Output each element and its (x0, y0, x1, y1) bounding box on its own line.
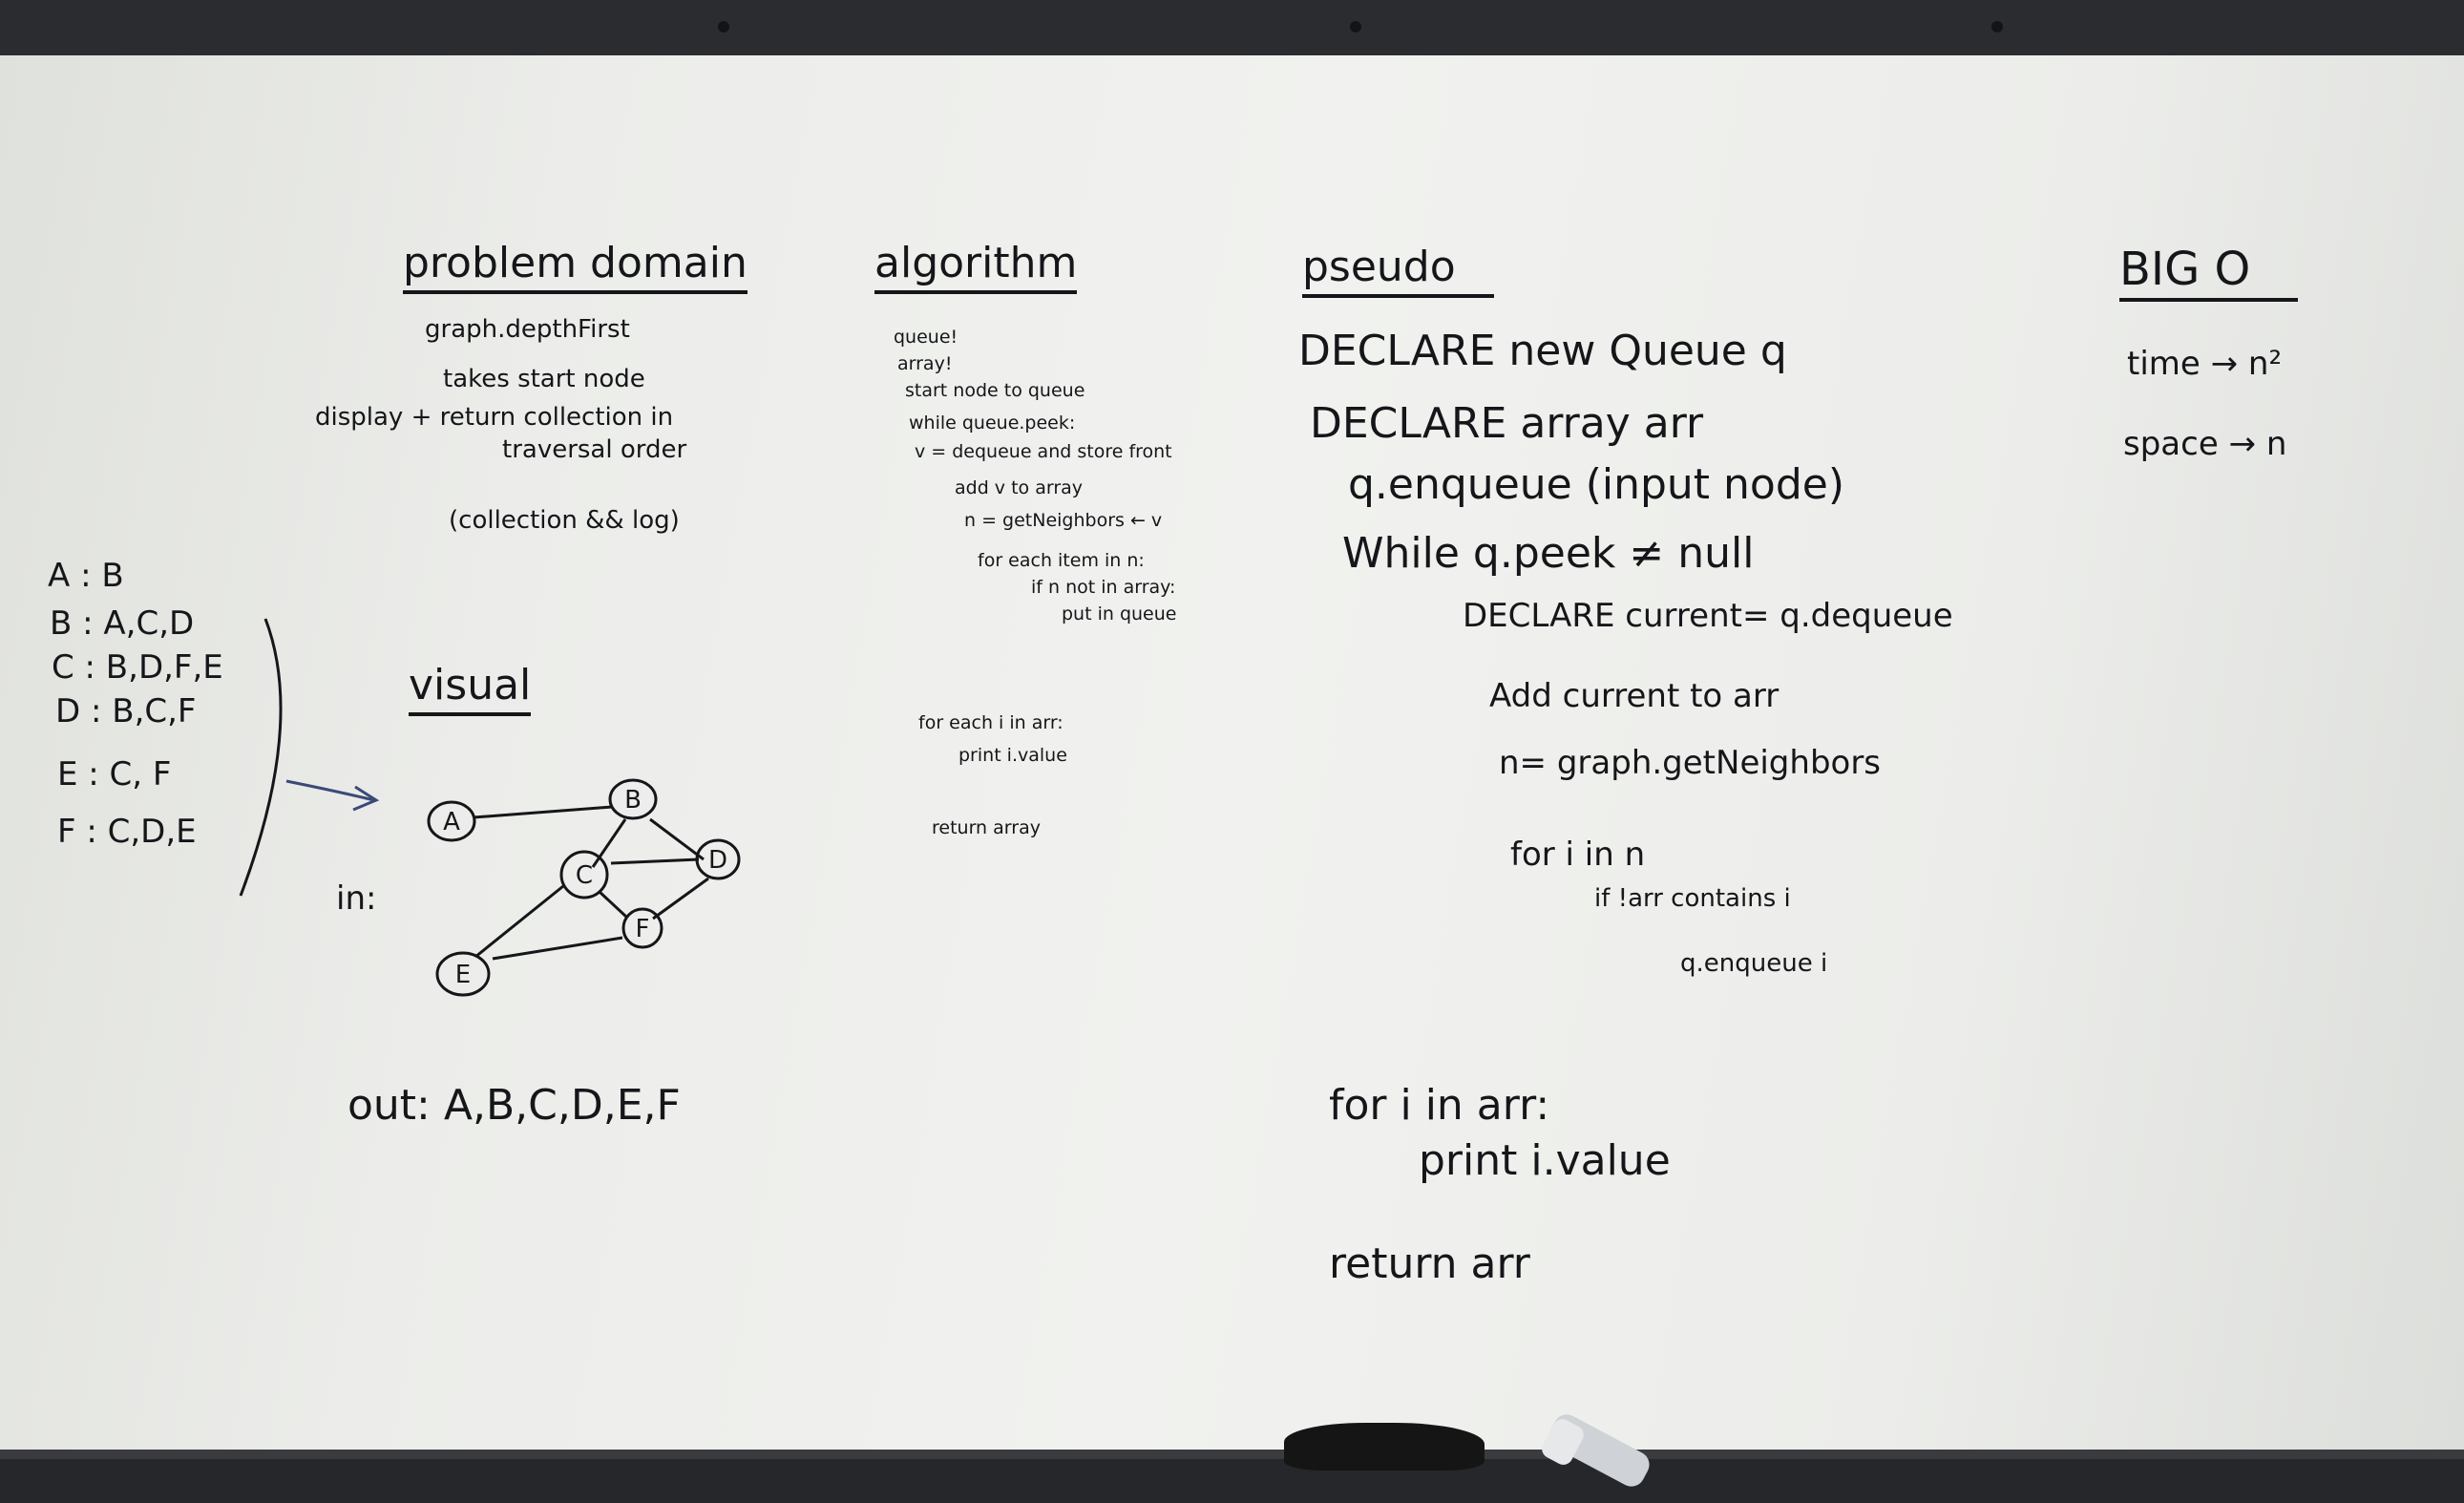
edge-a-b (473, 805, 613, 819)
graph-node-c-label: C (576, 861, 593, 890)
graph-node-a-label: A (443, 808, 460, 836)
visual-in-label: in: (336, 879, 377, 918)
edge-c-f (598, 890, 628, 919)
pseudo-line: return arr (1329, 1239, 1530, 1288)
adjacency-brace (239, 618, 283, 897)
graph-node-d-label: D (708, 846, 727, 875)
algorithm-line: if n not in array: (1031, 577, 1176, 598)
adjacency-row: A : B (48, 557, 124, 595)
pseudo-heading: pseudo (1302, 246, 1494, 298)
graph-node-d (695, 838, 741, 880)
pseudo-line: q.enqueue (input node) (1348, 460, 1845, 509)
algorithm-line: for each item in n: (978, 550, 1145, 571)
pseudo-line: While q.peek ≠ null (1342, 529, 1755, 578)
pseudo-line: DECLARE current= q.dequeue (1463, 597, 1953, 635)
graph-node-c (559, 850, 609, 900)
visual-out-label: out: A,B,C,D,E,F (347, 1081, 681, 1130)
big-o-heading: BIG O (2119, 246, 2299, 302)
whiteboard: problem domain graph.depthFirst takes st… (0, 55, 2464, 1450)
algorithm-line: start node to queue (905, 380, 1085, 401)
board-frame-top (0, 0, 2464, 55)
frame-screw (718, 21, 729, 32)
problem-domain-heading: problem domain (403, 243, 748, 294)
algorithm-line: v = dequeue and store front (915, 441, 1172, 462)
problem-domain-line: (collection && log) (449, 506, 680, 535)
frame-screw (1350, 21, 1361, 32)
algorithm-line: queue! (894, 327, 958, 348)
adjacency-row: E : C, F (57, 755, 172, 794)
algorithm-line: array! (897, 353, 953, 374)
problem-domain-line: display + return collection in (315, 403, 674, 432)
edge-c-e (474, 884, 564, 959)
pseudo-line: for i in n (1510, 836, 1646, 874)
adjacency-row: D : B,C,F (55, 692, 197, 730)
graph-node-b-label: B (624, 786, 642, 815)
algorithm-line: print i.value (958, 745, 1067, 766)
graph-node-b (608, 778, 658, 820)
arrow-line (285, 779, 375, 802)
problem-domain-line: graph.depthFirst (425, 315, 630, 344)
graph-node-e (435, 951, 491, 997)
algorithm-heading: algorithm (874, 243, 1078, 294)
problem-domain-line: traversal order (502, 435, 687, 464)
pseudo-line: DECLARE new Queue q (1298, 327, 1787, 375)
algorithm-line: while queue.peek: (909, 413, 1076, 434)
adjacency-row: F : C,D,E (57, 813, 197, 851)
pseudo-line: n= graph.getNeighbors (1499, 744, 1882, 782)
pseudo-line: DECLARE array arr (1310, 399, 1704, 448)
edge-c-d (610, 857, 700, 865)
graph-node-a (427, 800, 476, 842)
graph-node-f (621, 907, 663, 949)
big-o-time: time → n² (2127, 345, 2283, 383)
big-o-space: space → n (2123, 425, 2287, 463)
graph-drawing: A B C D E F (239, 618, 741, 997)
algorithm-line: n = getNeighbors ← v (964, 510, 1163, 531)
algorithm-line: for each i in arr: (918, 712, 1064, 733)
pseudo-line: Add current to arr (1489, 677, 1780, 715)
pseudo-line: if !arr contains i (1594, 884, 1791, 913)
edge-b-d (649, 817, 705, 861)
pseudo-line: print i.value (1419, 1136, 1671, 1185)
visual-heading: visual (409, 665, 532, 716)
algorithm-line: return array (932, 817, 1041, 838)
pseudo-line: q.enqueue i (1680, 949, 1828, 978)
frame-screw (1991, 21, 2003, 32)
algorithm-line: put in queue (1062, 603, 1177, 624)
problem-domain-line: takes start node (443, 365, 645, 393)
marker-tray-lip (0, 1450, 2464, 1459)
edge-e-f (492, 936, 623, 961)
eraser-icon (1284, 1423, 1485, 1471)
graph-node-e-label: E (455, 961, 471, 989)
edge-b-c (591, 818, 627, 868)
arrow-head-icon (352, 785, 380, 812)
graph-node-f-label: F (636, 915, 650, 943)
adjacency-row: B : A,C,D (50, 604, 195, 643)
pseudo-line: for i in arr: (1329, 1081, 1550, 1130)
algorithm-line: add v to array (955, 477, 1084, 498)
edge-d-f (652, 877, 709, 921)
adjacency-row: C : B,D,F,E (52, 648, 223, 687)
